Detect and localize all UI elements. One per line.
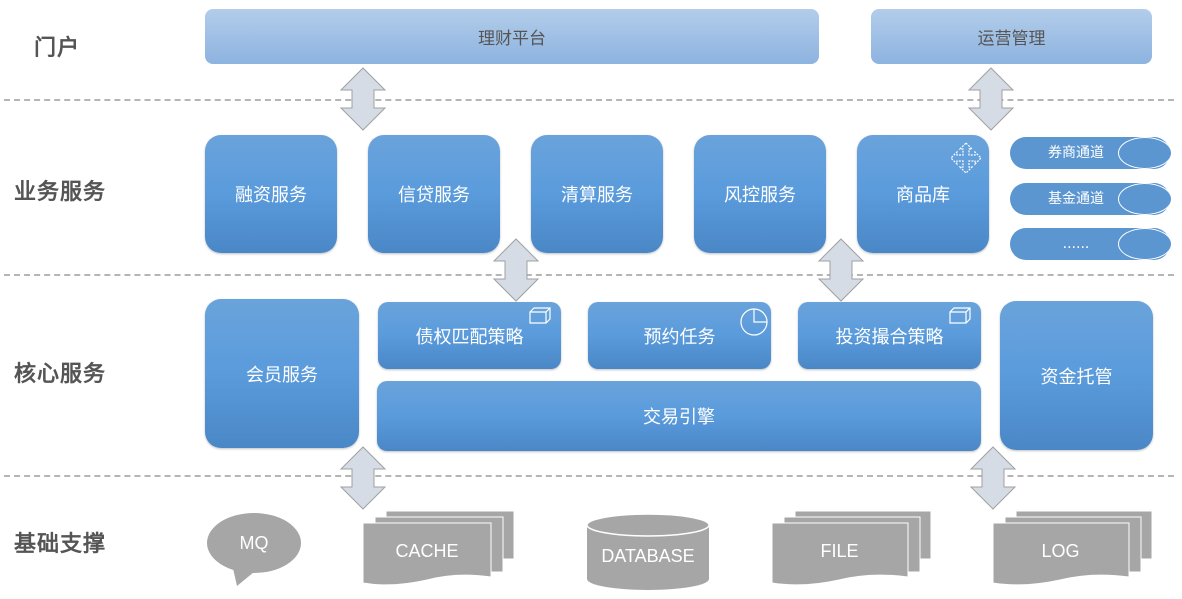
- operations-box[interactable]: 运营管理: [871, 9, 1152, 64]
- infra-label: LOG: [1041, 541, 1080, 561]
- business-service-financing[interactable]: 融资服务: [205, 135, 337, 253]
- core-service-custody[interactable]: 资金托管: [1000, 301, 1153, 450]
- layer-divider: [4, 475, 1174, 477]
- layer-label-portal: 门户: [34, 36, 81, 61]
- core-service-label: 投资撮合策略: [835, 326, 944, 348]
- infra-label: FILE: [820, 541, 859, 561]
- layer-divider: [4, 274, 1174, 276]
- double-arrow-icon: [492, 238, 540, 302]
- core-service-trading-engine[interactable]: 交易引擎: [377, 381, 981, 451]
- core-service-label: 交易引擎: [643, 407, 715, 428]
- infra-cache[interactable]: CACHE: [362, 510, 524, 590]
- channel-knob: [1118, 137, 1172, 169]
- business-service-credit[interactable]: 信贷服务: [368, 135, 500, 253]
- business-service-label: 商品库: [896, 185, 950, 206]
- business-service-label: 清算服务: [561, 185, 633, 206]
- channel-label: ......: [1062, 236, 1090, 252]
- infra-label: MQ: [239, 533, 269, 553]
- business-service-label: 风控服务: [724, 185, 796, 206]
- multi-document-icon: [362, 510, 515, 586]
- channel-more[interactable]: ......: [1010, 228, 1172, 260]
- pie-clock-icon: [740, 308, 768, 336]
- infra-label: DATABASE: [601, 546, 695, 566]
- business-service-label: 融资服务: [235, 185, 307, 206]
- double-arrow-icon: [967, 67, 1015, 131]
- core-service-debt-matching[interactable]: 债权匹配策略: [378, 302, 561, 369]
- core-service-label: 会员服务: [246, 364, 318, 386]
- channel-knob: [1118, 183, 1172, 215]
- stack-box-icon: [529, 307, 551, 324]
- speech-bubble-icon: [207, 513, 301, 586]
- multi-document-icon: [771, 510, 932, 586]
- double-arrow-icon: [969, 446, 1017, 510]
- channel-label: 基金通道: [1048, 191, 1104, 207]
- layer-divider: [4, 99, 1174, 101]
- business-service-product-catalog[interactable]: 商品库: [857, 135, 989, 253]
- double-arrow-icon: [339, 446, 387, 510]
- stack-box-icon: [949, 307, 971, 324]
- infra-mq[interactable]: MQ: [204, 512, 304, 588]
- double-arrow-icon: [817, 238, 865, 302]
- layer-label-infrastructure: 基础支撑: [14, 532, 107, 557]
- core-service-label: 预约任务: [643, 326, 716, 348]
- infra-file[interactable]: FILE: [771, 510, 933, 590]
- business-service-label: 信贷服务: [398, 185, 470, 206]
- core-service-member[interactable]: 会员服务: [205, 299, 359, 448]
- infra-log[interactable]: LOG: [992, 510, 1154, 590]
- channel-label: 券商通道: [1048, 145, 1104, 161]
- business-service-risk-control[interactable]: 风控服务: [694, 135, 826, 253]
- finance-platform-label: 理财平台: [478, 29, 546, 49]
- double-arrow-icon: [339, 67, 387, 131]
- layer-label-business: 业务服务: [14, 180, 107, 205]
- channel-securities[interactable]: 券商通道: [1010, 137, 1172, 169]
- multi-document-icon: [992, 510, 1153, 586]
- finance-platform-box[interactable]: 理财平台: [205, 9, 819, 64]
- business-service-clearing[interactable]: 清算服务: [531, 135, 663, 253]
- core-service-reservation[interactable]: 预约任务: [588, 302, 771, 369]
- infra-label: CACHE: [395, 541, 459, 561]
- layer-label-core: 核心服务: [14, 362, 107, 387]
- operations-label: 运营管理: [977, 29, 1046, 49]
- move-arrows-icon: [950, 142, 982, 174]
- core-service-investment-matching[interactable]: 投资撮合策略: [798, 302, 981, 369]
- database-cylinder-icon: [586, 513, 710, 590]
- core-service-label: 资金托管: [1040, 366, 1113, 388]
- channel-fund[interactable]: 基金通道: [1010, 183, 1172, 215]
- core-service-label: 债权匹配策略: [415, 326, 524, 348]
- infra-database[interactable]: DATABASE: [586, 512, 710, 592]
- channel-knob: [1118, 228, 1172, 260]
